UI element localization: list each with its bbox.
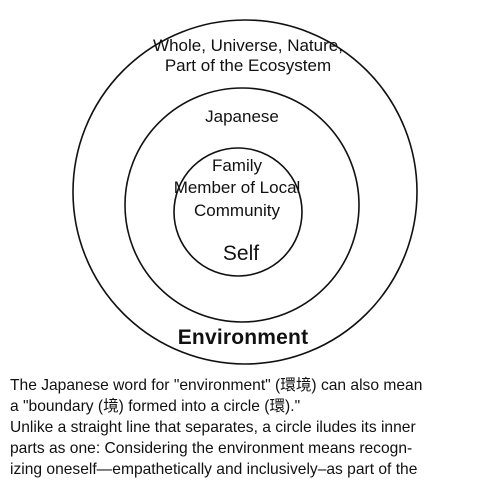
- outer-circle-label: Whole, Universe, Nature, Part of the Eco…: [153, 36, 343, 75]
- circles-svg: [72, 19, 418, 365]
- inner-label-line-2: Member of Local: [173, 178, 301, 198]
- self-label: Self: [222, 242, 260, 265]
- inner-circle: [173, 147, 303, 277]
- caption-line-1: The Japanese word for "environment" (環境)…: [10, 377, 423, 394]
- caption-line-2: a "boundary (境) formed into a circle (環)…: [10, 398, 301, 415]
- caption-line-4: parts as one: Considering the environmen…: [10, 440, 413, 457]
- concentric-circles-diagram: Whole, Universe, Nature, Part of the Eco…: [72, 19, 418, 365]
- middle-circle-label: Japanese: [205, 107, 279, 126]
- inner-label-line-3: Community: [194, 200, 280, 220]
- caption-line-3: Unlike a straight line that separates, a…: [10, 419, 416, 436]
- environment-label: Environment: [177, 326, 309, 349]
- inner-label-line-1: Family: [211, 156, 263, 175]
- caption-text: The Japanese word for "environment" (環境)…: [10, 375, 496, 480]
- outer-label-line-1: Whole, Universe, Nature,: [153, 36, 343, 55]
- caption-line-5: izing oneself—empathetically and inclusi…: [10, 461, 418, 478]
- inner-circle-label: Family Member of Local Community: [174, 155, 301, 222]
- middle-circle: [124, 87, 360, 323]
- outer-circle: [72, 19, 418, 365]
- outer-label-line-2: Part of the Ecosystem: [164, 55, 332, 75]
